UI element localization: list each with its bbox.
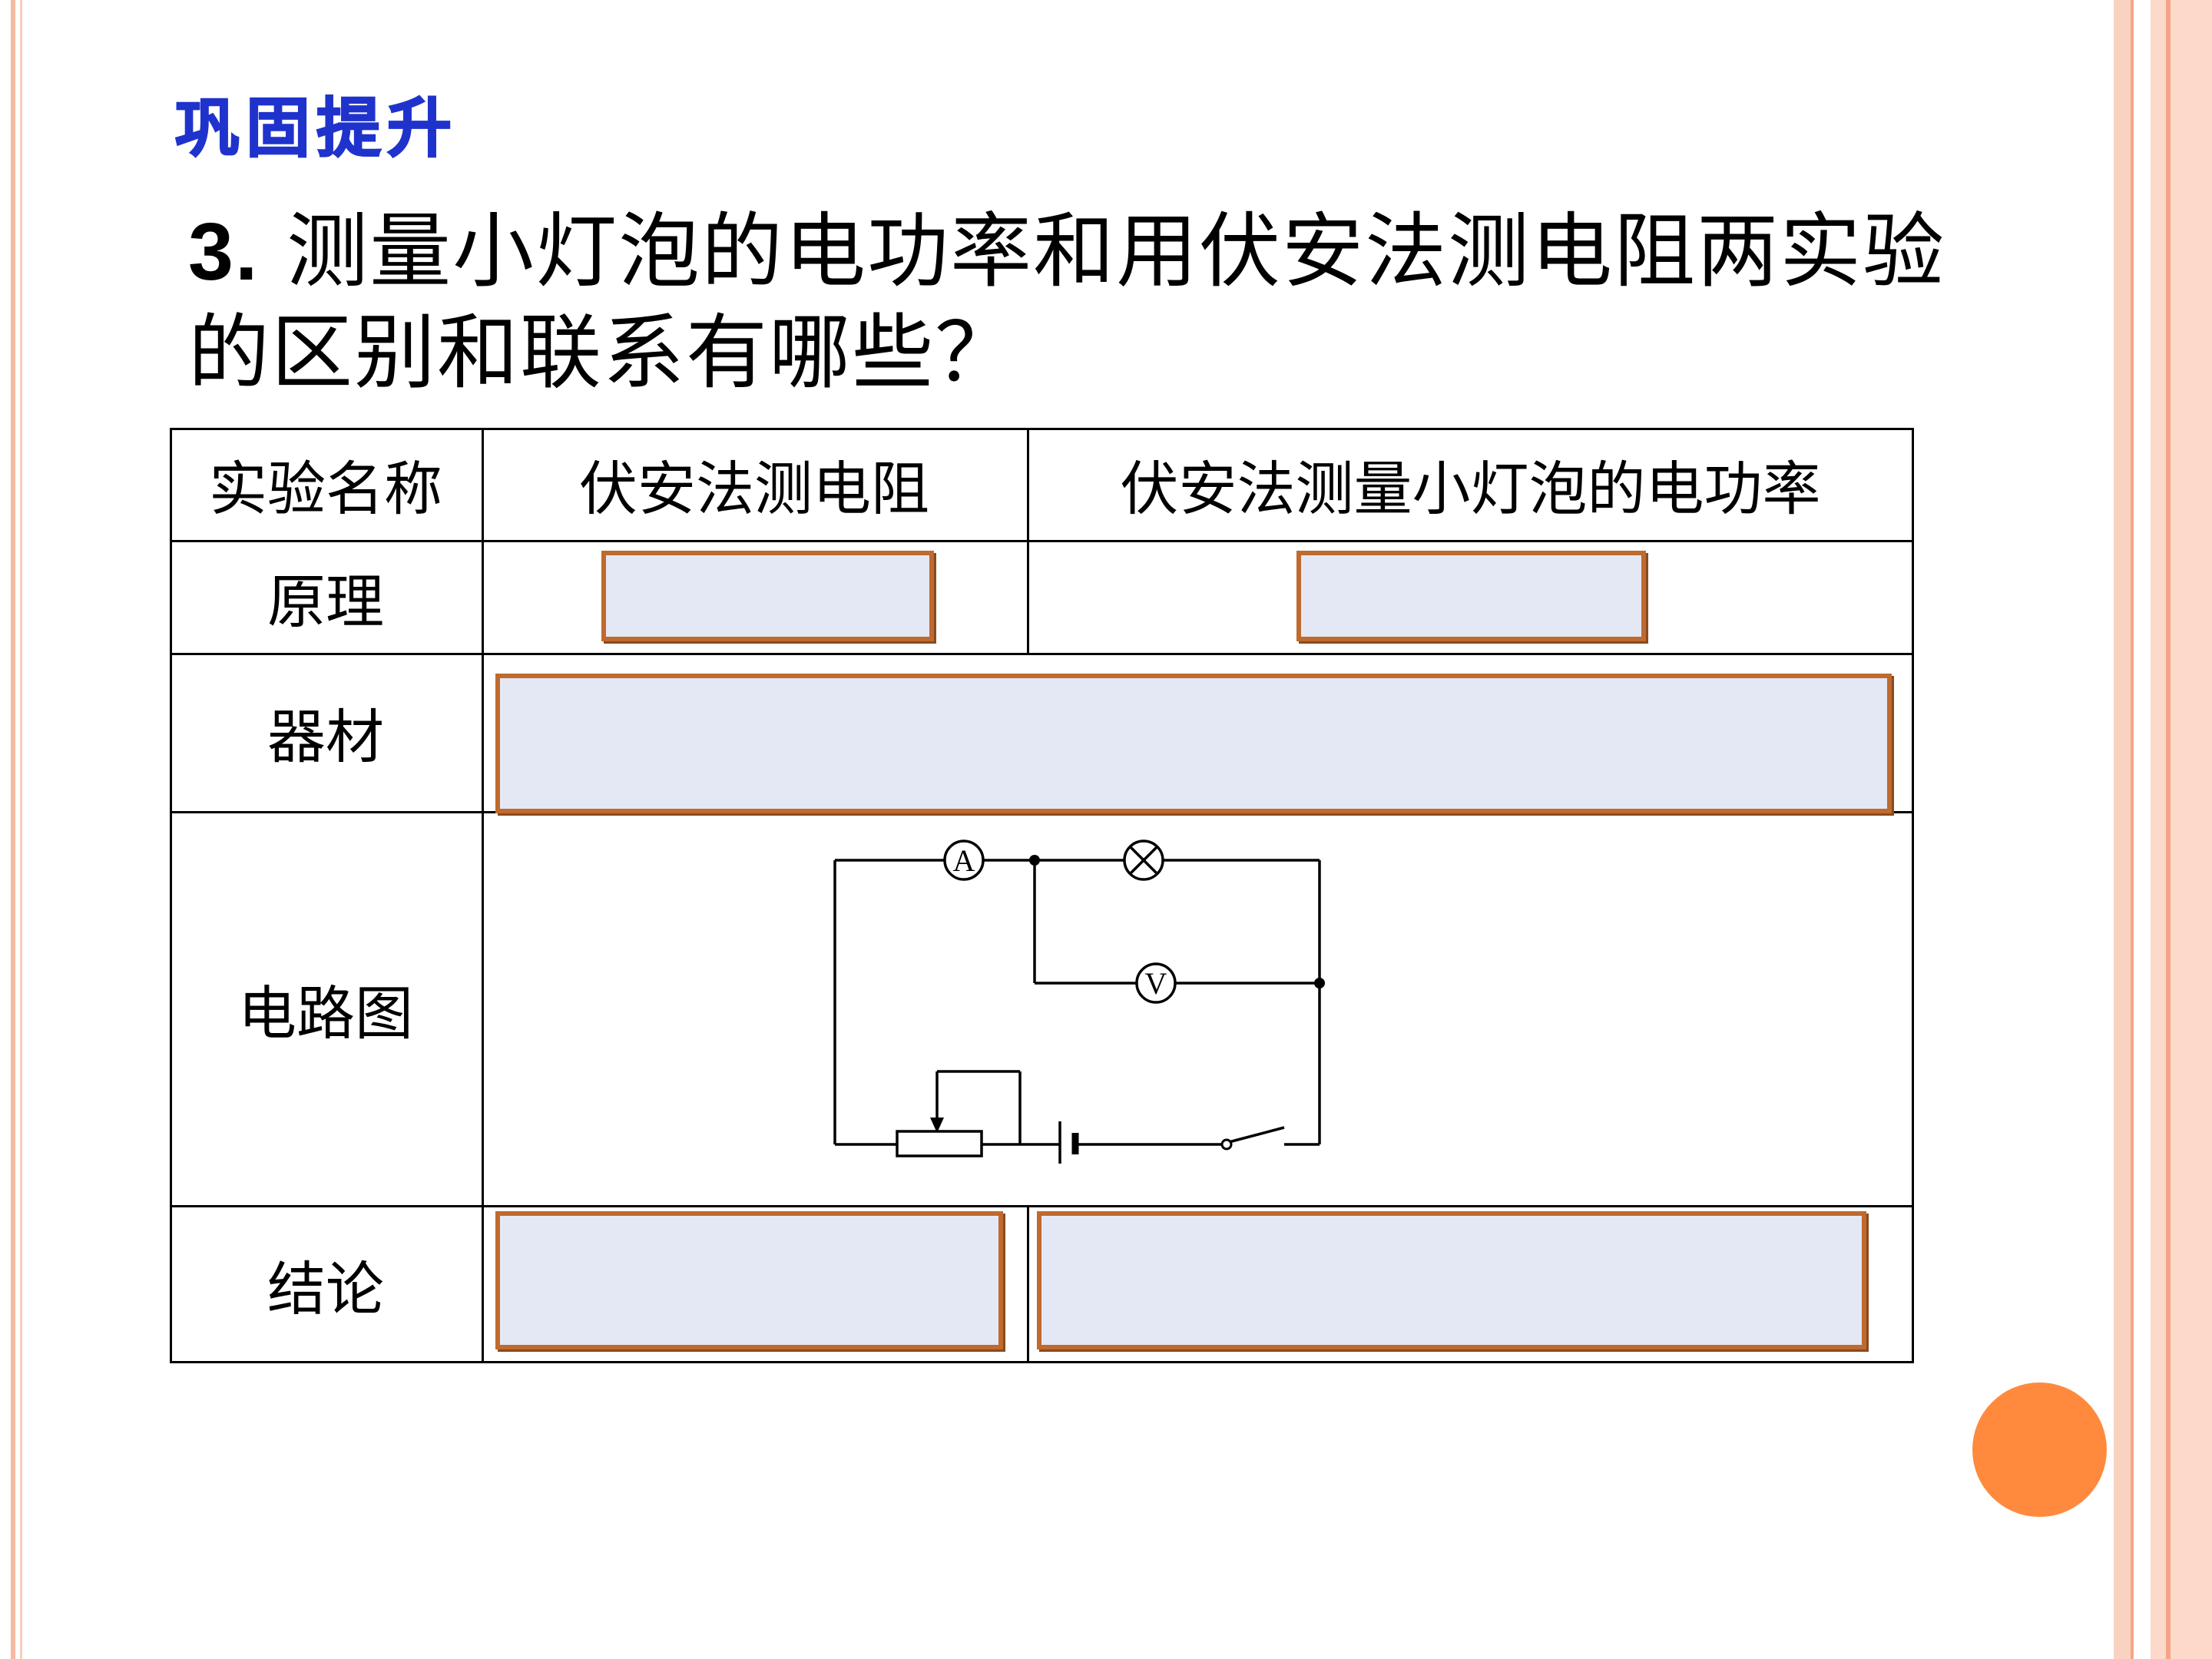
left-border-stripe-inner xyxy=(20,0,22,1659)
answer-box-conclusion-power[interactable] xyxy=(1037,1211,1866,1349)
ammeter-label: A xyxy=(953,843,975,878)
answer-box-principle-power[interactable] xyxy=(1296,551,1646,641)
table-divider-row2 xyxy=(170,653,1914,655)
table-divider-row1 xyxy=(170,540,1914,542)
row-label-circuit: 电路图 xyxy=(238,979,413,1048)
table-divider-col2-top xyxy=(1027,428,1029,655)
row-label-conclusion: 结论 xyxy=(267,1255,384,1323)
right-border-stripe xyxy=(2114,0,2131,1659)
answer-box-equipment[interactable] xyxy=(495,674,1892,813)
question-body: 测量小灯泡的电功率和用伏安法测电阻两实验的区别和联系有哪些？ xyxy=(188,204,1946,400)
header-power-method: 伏安法测量小灯泡的电功率 xyxy=(1120,455,1821,523)
right-border-stripe-line xyxy=(2166,0,2171,1659)
table-divider-row4 xyxy=(170,1205,1914,1207)
question-text: 3. 测量小灯泡的电功率和用伏安法测电阻两实验的区别和联系有哪些？ xyxy=(188,201,1970,404)
rheostat-icon xyxy=(896,1130,983,1157)
right-border-stripe-outer xyxy=(2151,0,2212,1659)
left-border-stripe xyxy=(11,0,15,1659)
circuit-diagram: A V xyxy=(833,839,1325,1164)
junction-dot-right xyxy=(1314,978,1325,988)
row-label-principle: 原理 xyxy=(267,567,384,636)
ammeter-icon: A xyxy=(943,839,985,881)
switch-contact-icon xyxy=(1220,1138,1233,1151)
right-border-stripe-edge xyxy=(2131,0,2134,1659)
rheostat-arrow-icon xyxy=(930,1118,944,1133)
lamp-icon xyxy=(1123,839,1164,881)
table-border-left xyxy=(170,428,172,1363)
slide-heading: 巩固提升 xyxy=(174,90,459,167)
header-resistance-method: 伏安法测电阻 xyxy=(579,455,929,523)
decorative-orange-circle xyxy=(1972,1382,2107,1517)
junction-dot-top xyxy=(1029,855,1040,866)
answer-box-principle-resistance[interactable] xyxy=(601,551,934,641)
header-experiment-name: 实验名称 xyxy=(209,455,442,523)
table-border-top xyxy=(170,428,1914,430)
row-label-equipment: 器材 xyxy=(267,703,384,771)
table-border-right xyxy=(1912,428,1914,1363)
question-number: 3. xyxy=(188,207,260,297)
table-divider-col1 xyxy=(482,428,484,1363)
voltmeter-icon: V xyxy=(1135,962,1177,1004)
voltmeter-label: V xyxy=(1145,966,1167,1001)
table-divider-col2-bottom xyxy=(1027,1205,1029,1363)
comparison-table: 实验名称 伏安法测电阻 伏安法测量小灯泡的电功率 原理 器材 电路图 结论 xyxy=(170,428,1914,1363)
table-border-bottom xyxy=(170,1361,1914,1363)
answer-box-conclusion-resistance[interactable] xyxy=(495,1211,1003,1349)
